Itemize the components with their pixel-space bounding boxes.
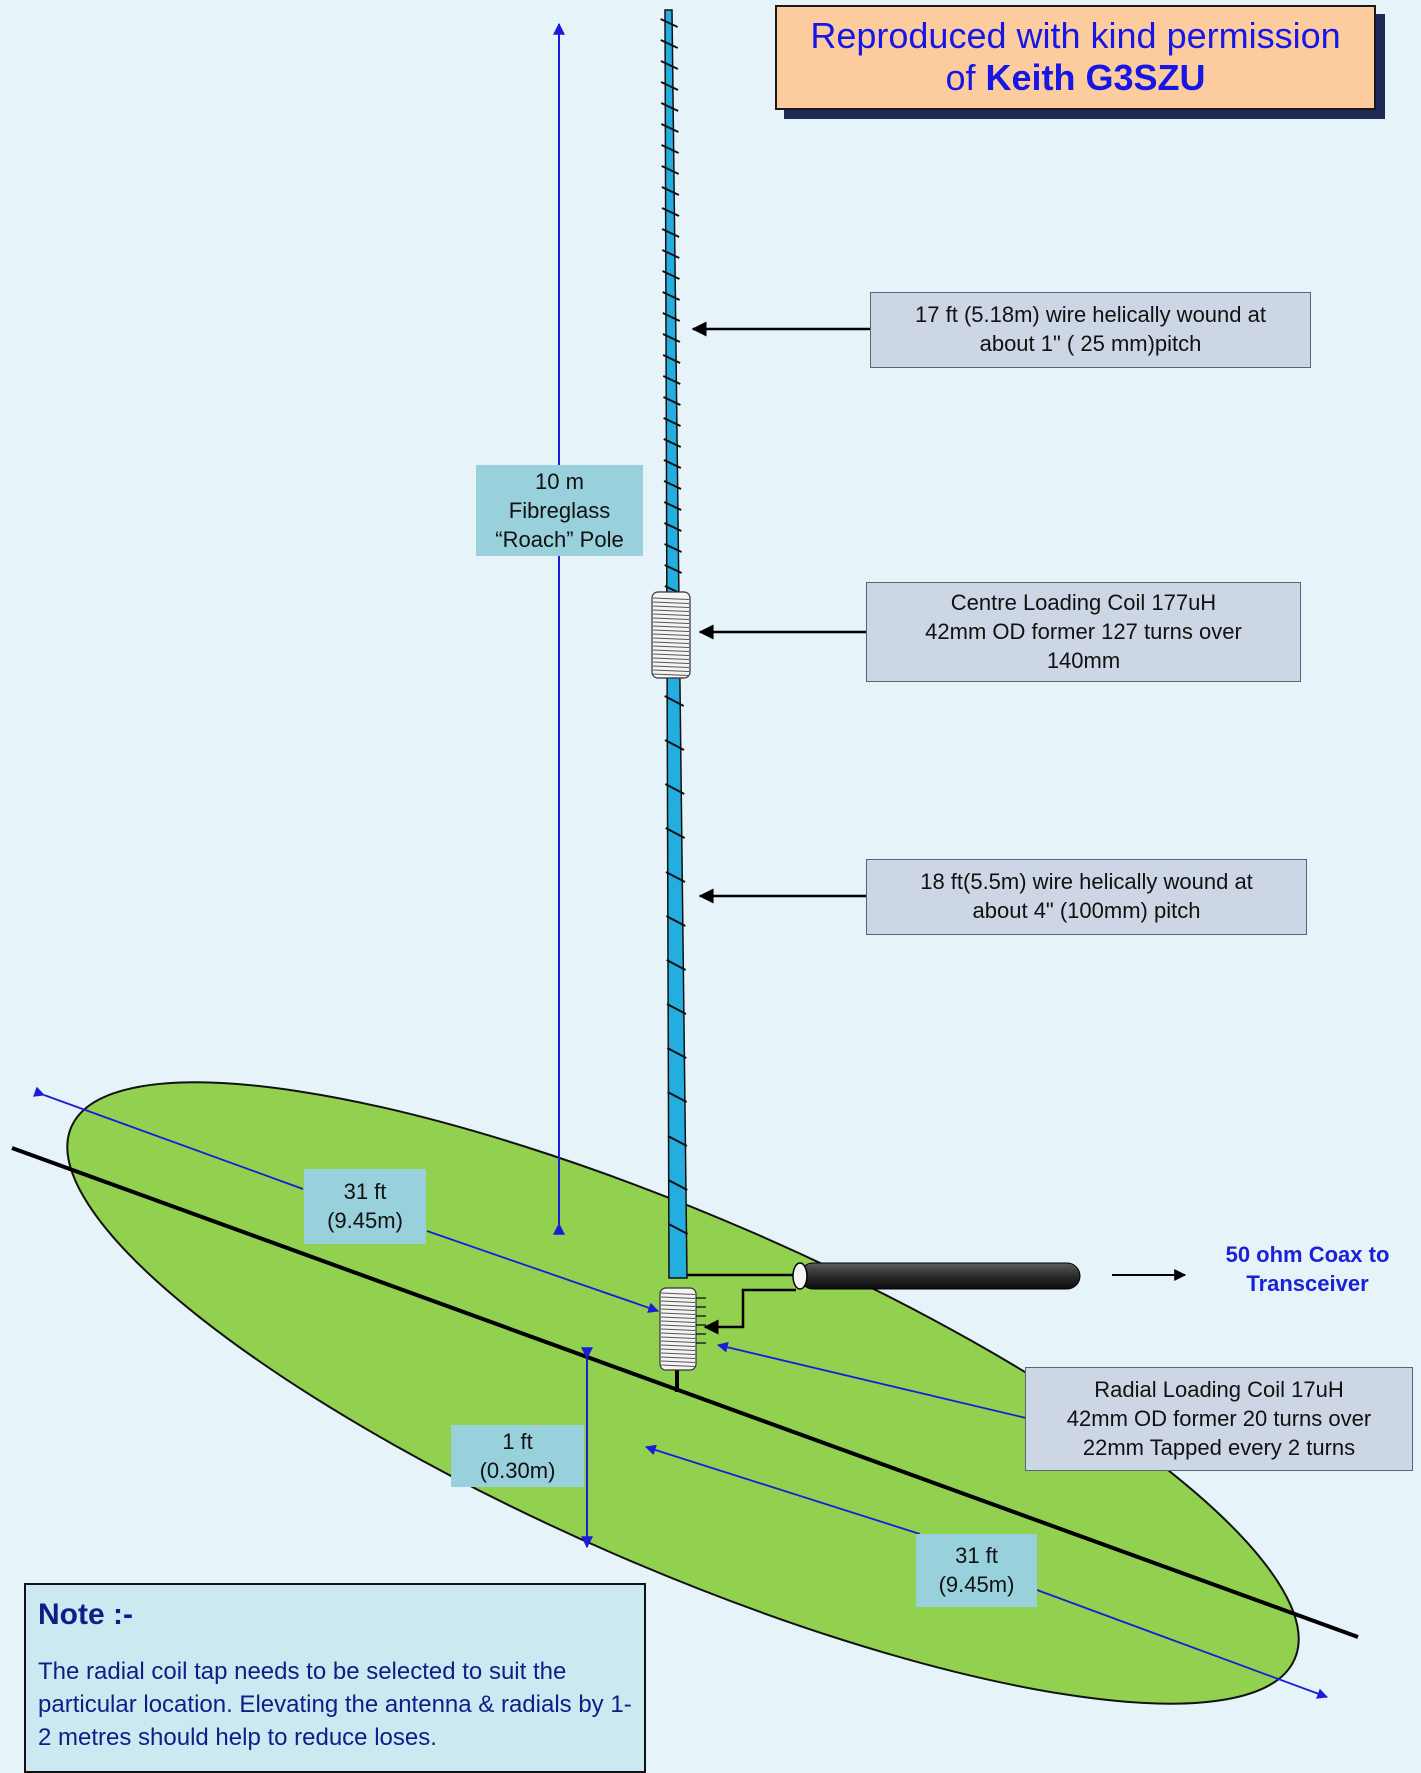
author-name: Keith G3SZU (985, 57, 1206, 98)
upper-wire-callout: 17 ft (5.18m) wire helically wound at ab… (870, 292, 1311, 368)
radial-loading-coil (659, 1287, 706, 1392)
lower-wire-callout: 18 ft(5.5m) wire helically wound at abou… (866, 859, 1307, 935)
radial-left-arrow-to-coil (426, 1230, 660, 1313)
radial-right-arrow (644, 1444, 921, 1535)
radial-right-arrow-end (1036, 1589, 1329, 1699)
coax-label: 50 ohm Coax to Transceiver (1225, 1242, 1390, 1296)
centre-loading-coil (651, 591, 691, 679)
radial-right-length-label: 31 ft (9.45m) (916, 1534, 1037, 1607)
centre-coil-callout: Centre Loading Coil 177uH 42mm OD former… (866, 582, 1301, 682)
permission-banner: Reproduced with kind permission of Keith… (775, 5, 1376, 110)
feed-wire-to-coil (703, 1288, 796, 1335)
note-body: The radial coil tap needs to be selected… (38, 1658, 632, 1751)
radial-coil-callout: Radial Loading Coil 17uH 42mm OD former … (1025, 1367, 1413, 1471)
radial-coil-callout-arrow (716, 1341, 1027, 1419)
radial-wire (11, 1146, 1359, 1639)
note-box: Note :- The radial coil tap needs to be … (24, 1583, 646, 1773)
height-label: 1 ft (0.30m) (451, 1425, 584, 1487)
coax-cable (792, 1262, 1081, 1290)
note-title: Note :- (38, 1598, 133, 1631)
permission-line-2: of Keith G3SZU (945, 57, 1206, 98)
radial-coil-taps (696, 1297, 706, 1344)
radial-left-length-label: 31 ft (9.45m) (304, 1169, 426, 1244)
permission-line-1: Reproduced with kind permission (810, 15, 1341, 56)
helical-wire-windings (660, 18, 689, 1235)
pole-height-label: 10 m Fibreglass “Roach” Pole (476, 465, 643, 556)
radial-left-arrow (33, 1086, 304, 1190)
